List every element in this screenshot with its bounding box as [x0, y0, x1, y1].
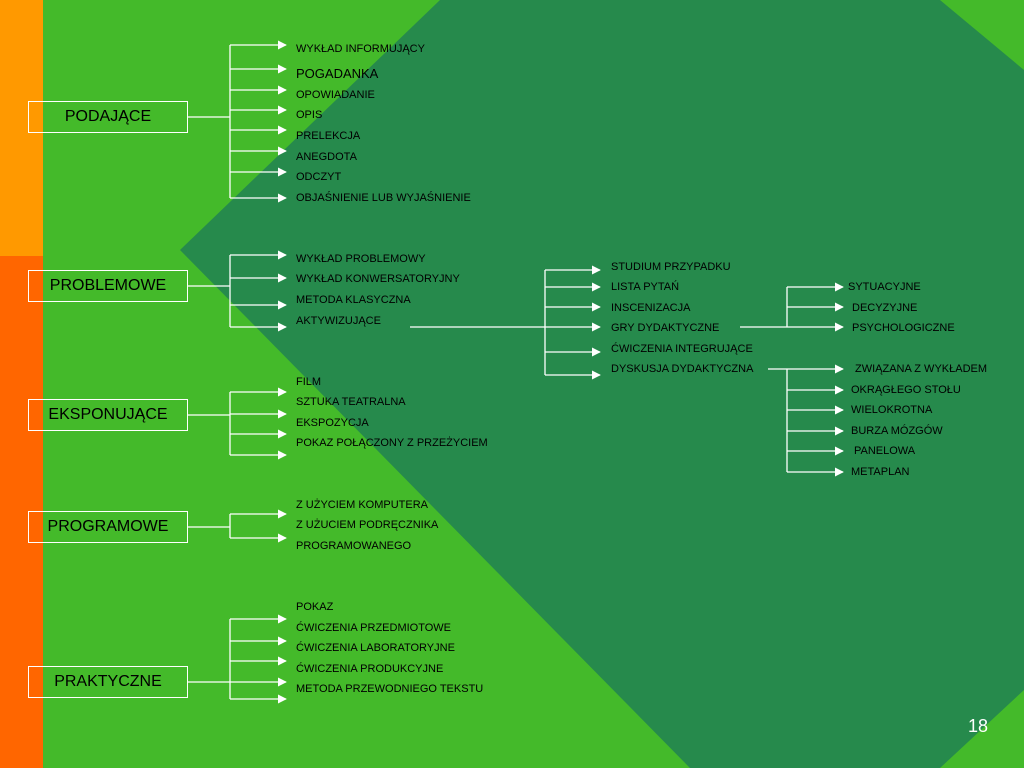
active-method-label: STUDIUM PRZYPADKU	[611, 261, 731, 273]
discussion-type-label: ZWIĄZANA Z WYKŁADEM	[855, 363, 988, 375]
method-label: PROGRAMOWANEGO	[296, 540, 412, 552]
method-label: OPOWIADANIE	[296, 89, 375, 101]
method-label: POKAZ POŁĄCZONY Z PRZEŻYCIEM	[296, 437, 488, 449]
method-label: ĆWICZENIA PRZEDMIOTOWE	[296, 622, 452, 634]
category-box-programowe: PROGRAMOWE	[28, 511, 188, 543]
page-number: 18	[967, 716, 988, 736]
method-label: AKTYWIZUJĄCE	[296, 315, 381, 327]
category-label: EKSPONUJĄCE	[48, 406, 168, 423]
category-label: PROGRAMOWE	[47, 518, 169, 535]
method-label: SZTUKA TEATRALNA	[296, 396, 406, 408]
active-method-label: DYSKUSJA DYDAKTYCZNA	[611, 363, 754, 375]
method-label: ANEGDOTA	[296, 151, 357, 163]
orange-bar-bottom	[0, 256, 43, 768]
method-label: WYKŁAD PROBLEMOWY	[296, 253, 426, 265]
active-method-label: GRY DYDAKTYCZNE	[611, 322, 720, 334]
active-method-label: LISTA PYTAŃ	[611, 281, 680, 293]
method-label: EKSPOZYCJA	[296, 417, 369, 429]
method-label: ĆWICZENIA LABORATORYJNE	[296, 642, 455, 654]
method-label: ODCZYT	[296, 171, 342, 183]
category-label: PRAKTYCZNE	[54, 673, 162, 690]
method-label: ĆWICZENIA PRODUKCYJNE	[296, 663, 444, 675]
method-label: WYKŁAD INFORMUJĄCY	[296, 43, 425, 55]
method-label: Z UŻUCIEM PODRĘCZNIKA	[296, 519, 439, 531]
category-box-praktyczne: PRAKTYCZNE	[28, 666, 188, 698]
discussion-type-label: OKRĄGŁEGO STOŁU	[851, 384, 961, 396]
method-label: METODA PRZEWODNIEGO TEKSTU	[296, 683, 484, 695]
method-label: WYKŁAD KONWERSATORYJNY	[296, 273, 460, 285]
orange-bar-top	[0, 0, 43, 256]
method-label: POKAZ	[296, 601, 334, 613]
category-box-podajace: PODAJĄCE	[28, 101, 188, 133]
discussion-type-label: BURZA MÓZGÓW	[851, 425, 943, 437]
dark-green-diamond	[180, 0, 1024, 768]
game-type-label: PSYCHOLOGICZNE	[852, 322, 955, 334]
category-label: PROBLEMOWE	[49, 277, 167, 294]
category-box-problemowe: PROBLEMOWE	[28, 270, 188, 302]
game-type-label: SYTUACYJNE	[848, 281, 921, 293]
discussion-type-label: PANELOWA	[854, 445, 916, 457]
method-label: OPIS	[296, 109, 323, 121]
method-label: POGADANKA	[296, 66, 379, 81]
active-method-label: ĆWICZENIA INTEGRUJĄCE	[611, 343, 753, 355]
method-label: Z UŻYCIEM KOMPUTERA	[296, 499, 429, 511]
method-label: FILM	[296, 376, 322, 388]
discussion-type-label: METAPLAN	[851, 466, 910, 478]
method-label: OBJAŚNIENIE LUB WYJAŚNIENIE	[296, 192, 471, 204]
category-box-eksponujace: EKSPONUJĄCE	[28, 399, 188, 431]
discussion-type-label: WIELOKROTNA	[851, 404, 933, 416]
method-label: METODA KLASYCZNA	[296, 294, 411, 306]
active-method-label: INSCENIZACJA	[611, 302, 691, 314]
game-type-label: DECYZYJNE	[852, 302, 918, 314]
category-label: PODAJĄCE	[64, 108, 152, 125]
method-label: PRELEKCJA	[296, 130, 361, 142]
